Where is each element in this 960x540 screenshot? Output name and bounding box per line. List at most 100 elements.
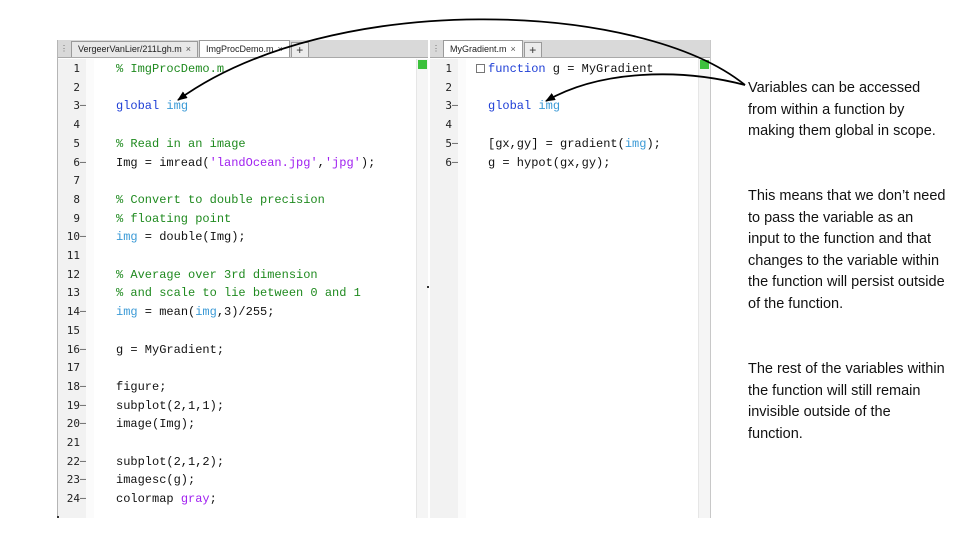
vertical-scrollbar[interactable] — [698, 59, 710, 518]
stray-dot — [57, 516, 59, 518]
new-tab-button[interactable]: + — [523, 42, 542, 57]
breakpoint-gutter[interactable] — [86, 59, 94, 518]
tab-label: MyGradient.m — [450, 43, 507, 54]
code-line[interactable]: % Average over 3rd dimension — [116, 266, 318, 285]
executable-line-marker[interactable]: – — [80, 156, 87, 168]
tab-grip-icon[interactable]: ⋮ — [432, 44, 440, 53]
code-line[interactable]: % ImgProcDemo.m — [116, 60, 224, 79]
code-text: % floating point — [116, 211, 232, 226]
code-text: g = MyGradient; — [116, 342, 225, 357]
close-icon[interactable]: × — [185, 44, 192, 54]
executable-line-marker[interactable]: – — [80, 418, 87, 430]
code-line[interactable]: global img — [488, 97, 560, 116]
tab-imgprocdemo[interactable]: ImgProcDemo.m × — [199, 40, 290, 57]
tab-mygradient[interactable]: MyGradient.m × — [443, 40, 523, 57]
code-text: subplot(2,1,1); — [116, 398, 225, 413]
code-token: = mean( — [137, 305, 196, 320]
tab-label: VergeerVanLier/211Lgh.m — [78, 44, 182, 54]
executable-line-marker[interactable]: – — [452, 156, 459, 168]
code-line[interactable]: function g = MyGradient — [476, 60, 654, 79]
annotation-global-access: Variables can be accessed from within a … — [748, 80, 936, 140]
code-token: global — [116, 99, 167, 114]
code-line[interactable]: image(Img); — [116, 415, 195, 434]
code-line[interactable]: global img — [116, 97, 188, 116]
executable-line-marker[interactable]: – — [80, 399, 87, 411]
tab-vergeer[interactable]: VergeerVanLier/211Lgh.m × — [71, 41, 199, 57]
line-number: 8 — [73, 192, 80, 206]
code-line[interactable]: imagesc(g); — [116, 471, 195, 490]
code-line[interactable]: subplot(2,1,1); — [116, 397, 224, 416]
executable-line-marker[interactable]: – — [80, 343, 87, 355]
line-number: 24 — [66, 492, 80, 506]
code-line[interactable]: g = hypot(gx,gy); — [488, 154, 610, 173]
code-analyzer-ok-icon[interactable] — [418, 60, 427, 69]
arrow-to-left-global — [177, 18, 746, 101]
annotation-invisible: The rest of the variables within the fun… — [748, 361, 945, 442]
line-number: 12 — [66, 267, 80, 281]
close-icon[interactable]: × — [277, 43, 283, 54]
left-editor-window: ⋮ VergeerVanLier/211Lgh.m × ImgProcDemo.… — [57, 40, 428, 518]
code-analyzer-ok-icon[interactable] — [700, 60, 709, 69]
line-number: 7 — [73, 174, 80, 188]
line-number: 4 — [445, 118, 452, 132]
code-line[interactable]: g = MyGradient; — [116, 341, 224, 360]
line-number: 17 — [66, 361, 80, 375]
code-line[interactable]: img = mean(img,3)/255; — [116, 303, 274, 322]
code-token: img — [166, 99, 189, 114]
code-token: g = MyGradient — [545, 62, 654, 76]
breakpoint-gutter[interactable] — [458, 59, 466, 518]
line-number: 5 — [445, 136, 452, 150]
code-token: gray — [180, 492, 210, 507]
line-number: 14 — [66, 305, 80, 319]
stray-dot — [427, 286, 429, 288]
tab-grip-icon[interactable]: ⋮ — [60, 44, 68, 53]
code-token: img — [624, 136, 647, 151]
line-number: 6 — [73, 155, 80, 169]
executable-line-marker[interactable]: – — [452, 137, 459, 149]
code-token: img — [116, 230, 138, 245]
code-line[interactable]: subplot(2,1,2); — [116, 453, 224, 472]
annotation-no-pass: This means that we don’t need to pass th… — [748, 188, 946, 312]
executable-line-marker[interactable]: – — [80, 380, 87, 392]
line-number: 2 — [445, 80, 452, 94]
code-text: image(Img); — [116, 417, 196, 432]
tab-label: ImgProcDemo.m — [206, 43, 274, 54]
code-text: g = hypot(gx,gy); — [488, 155, 611, 170]
code-text: figure; — [116, 379, 167, 394]
fold-toggle-icon[interactable] — [476, 64, 485, 74]
executable-line-marker[interactable]: – — [80, 474, 87, 486]
code-token: colormap — [116, 492, 181, 507]
code-line[interactable]: colormap gray; — [116, 490, 217, 509]
code-line[interactable]: figure; — [116, 378, 166, 397]
line-number: 5 — [73, 136, 80, 150]
code-line[interactable]: img = double(Img); — [116, 228, 246, 247]
executable-line-marker[interactable]: – — [80, 493, 87, 505]
executable-line-marker[interactable]: – — [80, 306, 87, 318]
code-text: imagesc(g); — [116, 473, 196, 488]
code-token: [gx,gy] = gradient( — [488, 136, 625, 151]
code-area[interactable]: function g = MyGradient global img [gx,gy]… — [468, 59, 698, 518]
code-token: ,3)/255; — [216, 305, 275, 320]
code-token: 'jpg' — [324, 155, 361, 170]
code-line[interactable]: [gx,gy] = gradient(img); — [488, 135, 661, 154]
code-line[interactable]: % Read in an image — [116, 135, 246, 154]
line-number: 1 — [73, 62, 80, 75]
line-number: 4 — [73, 118, 80, 132]
close-icon[interactable]: × — [510, 43, 516, 54]
code-area[interactable]: % ImgProcDemo.m global img % Read in an im… — [96, 59, 416, 518]
line-number: 23 — [66, 473, 80, 487]
executable-line-marker[interactable]: – — [80, 455, 87, 467]
code-line[interactable]: % Convert to double precision — [116, 191, 325, 210]
executable-line-marker[interactable]: – — [80, 231, 87, 243]
executable-line-marker[interactable]: – — [80, 100, 87, 112]
vertical-scrollbar[interactable] — [416, 59, 428, 518]
line-number: 3 — [73, 99, 80, 113]
code-line[interactable]: Img = imread('landOcean.jpg','jpg'); — [116, 154, 375, 173]
executable-line-marker[interactable]: – — [452, 100, 459, 112]
code-line[interactable]: % and scale to lie between 0 and 1 — [116, 284, 361, 303]
code-line[interactable]: % floating point — [116, 210, 231, 229]
code-token: img — [195, 305, 217, 320]
